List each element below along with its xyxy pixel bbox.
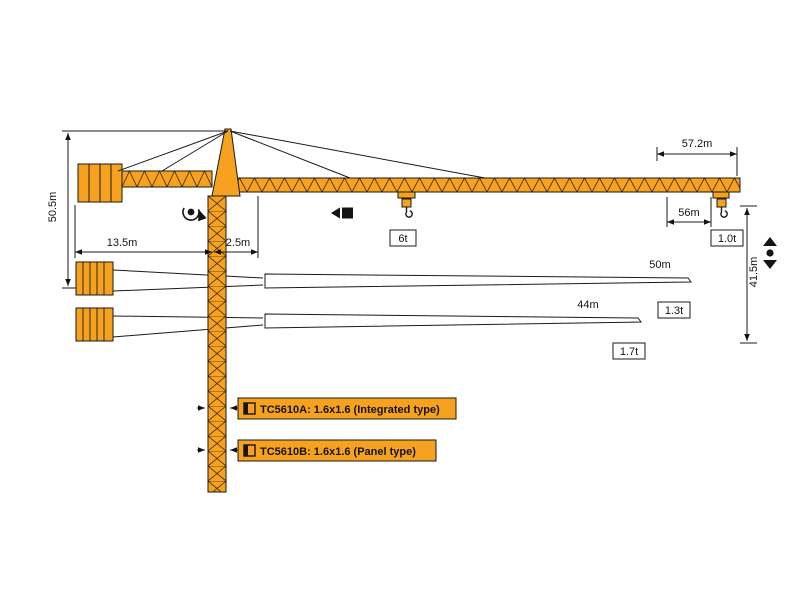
counterweight-plate-lines (82, 308, 105, 341)
mast-section-icon (243, 444, 256, 457)
tie-rod (112, 284, 264, 292)
tie-bar-left (117, 130, 229, 172)
counterweight-option-50 (75, 261, 114, 296)
tip-load-50-label: 1.3t (665, 305, 683, 317)
mid-load-label: 6t (398, 233, 407, 245)
jib-option-50m (264, 273, 692, 289)
hook-block (716, 198, 727, 208)
model-b-box (237, 439, 437, 462)
hook-icon (405, 207, 413, 218)
load-tip-44: 1.7t (612, 342, 646, 360)
tower-height-label: 50.5m (47, 192, 59, 223)
hoist-dot (766, 249, 774, 257)
load-box (612, 342, 646, 360)
hook-hoisting-icon (763, 237, 777, 269)
dimension-jib-root-offset (214, 196, 259, 258)
dimension-counter-jib (74, 205, 212, 258)
load-tip-56: 1.0t (710, 229, 744, 247)
trolley-mid (397, 191, 416, 218)
counter-jib (121, 170, 213, 188)
load-mid: 6t (389, 229, 417, 247)
jib-44-label: 44m (577, 299, 598, 311)
mast-section-icon (243, 402, 256, 415)
counterweight-block (75, 261, 114, 296)
trolley-frame (712, 191, 730, 199)
tip-load-44-label: 1.7t (620, 346, 638, 358)
counterweight-block (75, 307, 114, 342)
tie-bar-right (229, 130, 486, 179)
total-jib-label: 57.2m (682, 138, 713, 150)
counterweight-tie-rods (112, 269, 264, 338)
tower-mast (207, 195, 227, 493)
slewing-rotation-icon (182, 207, 207, 222)
model-a-box (237, 397, 457, 420)
tip-load-56-label: 1.0t (718, 233, 736, 245)
counterweight-option-44 (75, 307, 114, 342)
trolley-arrow-left (331, 207, 340, 219)
counterweight-plate-lines (88, 164, 112, 202)
slewing-arrow (182, 207, 207, 222)
hoist-down-arrow (763, 260, 777, 269)
counter-jib-label: 13.5m (107, 237, 138, 249)
trolley-tip (712, 191, 730, 218)
trolley-square (342, 207, 353, 219)
dimension-total-jib (656, 147, 738, 176)
slewing-center-dot (187, 208, 195, 216)
trolley-frame (397, 191, 416, 199)
tie-rod (112, 269, 264, 279)
load-tip-50: 1.3t (657, 301, 691, 319)
tie-bar-right-inner (229, 130, 351, 179)
model-callout-a: TC5610A: 1.6x1.6 (Integrated type) (197, 397, 457, 420)
load-box (710, 229, 744, 247)
tie-bars (117, 130, 486, 179)
model-b-label: TC5610B: 1.6x1.6 (Panel type) (260, 446, 416, 458)
counterweight-plate-lines (82, 262, 105, 295)
jib-option-44m (264, 313, 642, 329)
hook-icon (720, 207, 728, 218)
jib-56-label: 56m (678, 207, 699, 219)
dimension-lift-height (740, 205, 757, 344)
hoist-up-arrow (763, 237, 777, 246)
main-jib (231, 177, 741, 193)
load-box (389, 229, 417, 247)
trolley-travel-icon (331, 207, 353, 219)
jib-50-label: 50m (649, 259, 670, 271)
tie-bar-left-inner (161, 130, 229, 172)
tie-rod (112, 315, 264, 319)
load-box (657, 301, 691, 319)
dimension-jib-56 (666, 197, 712, 227)
model-callout-b: TC5610B: 1.6x1.6 (Panel type) (197, 439, 437, 462)
tower-head (211, 128, 241, 197)
model-a-label: TC5610A: 1.6x1.6 (Integrated type) (260, 404, 440, 416)
tie-rod (112, 324, 264, 338)
hook-block (401, 198, 412, 208)
jib-root-offset-label: 2.5m (226, 237, 250, 249)
lift-height-label: 41.5m (748, 257, 760, 288)
